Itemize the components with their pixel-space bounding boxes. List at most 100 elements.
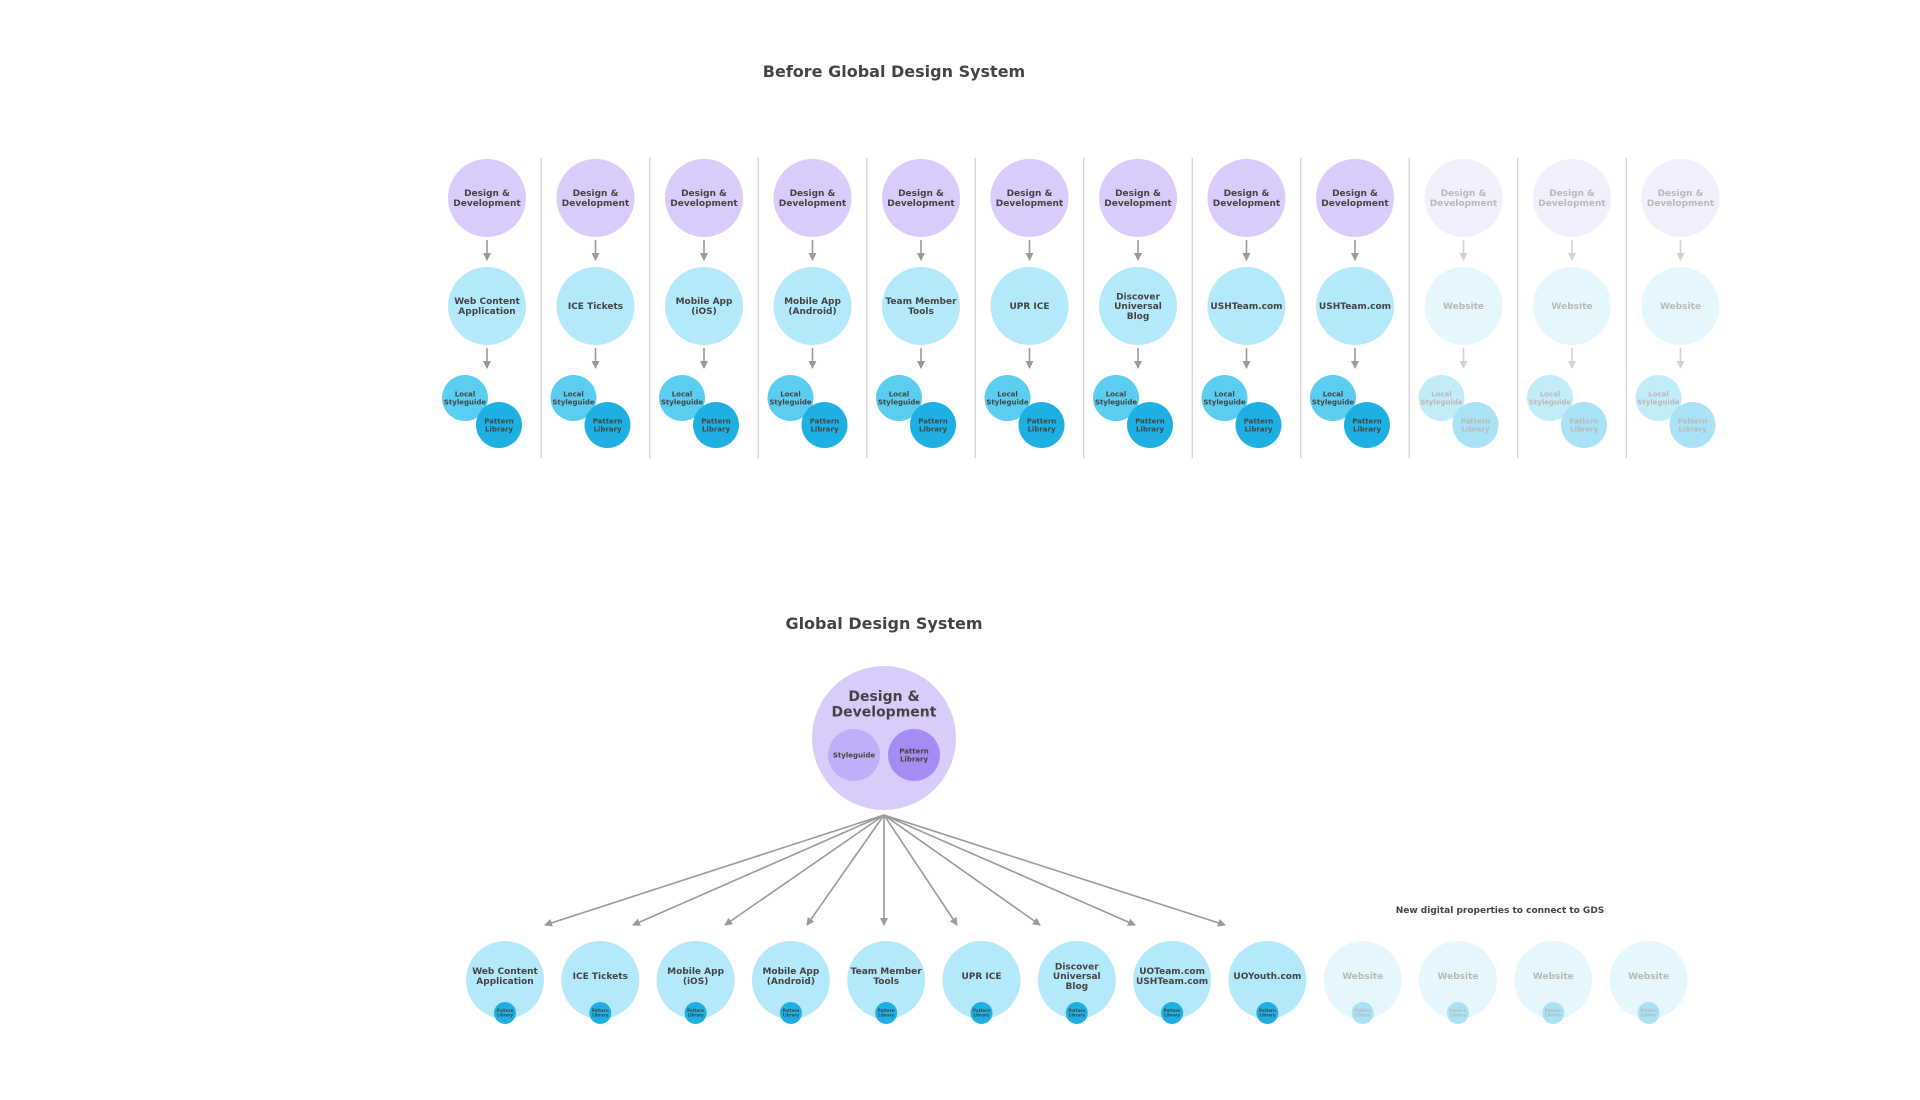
local-styleguide-node — [1310, 375, 1356, 421]
team-node-label: Design &Development — [1321, 189, 1389, 209]
gds-property-node — [561, 941, 640, 1019]
hub-pattern-library-node — [888, 729, 940, 781]
team-node-label: Design &Development — [562, 189, 630, 209]
property-node-label: ICE Tickets — [568, 302, 623, 312]
property-node — [1533, 267, 1611, 345]
gds-pattern-library-node — [1161, 1002, 1184, 1024]
property-node — [1099, 267, 1177, 345]
gds-property-node — [1037, 941, 1116, 1019]
hub-styleguide-node — [828, 729, 880, 781]
property-node-label: Website — [1660, 302, 1701, 312]
gds-arrows — [544, 814, 1226, 927]
pattern-library-node — [1561, 402, 1607, 448]
local-styleguide-node — [1635, 375, 1682, 421]
pattern-library-node — [1669, 402, 1716, 448]
gds-pattern-library-node — [1351, 1002, 1374, 1024]
local-styleguide-node — [1093, 375, 1139, 421]
team-node-label: Design &Development — [670, 189, 738, 209]
property-node — [1641, 267, 1720, 345]
pattern-library-node — [476, 402, 522, 448]
pattern-library-node — [1344, 402, 1390, 448]
gds-section-title: Global Design System — [785, 614, 983, 633]
property-node — [556, 267, 635, 345]
local-styleguide-node — [1418, 375, 1465, 421]
property-node — [448, 267, 526, 345]
local-styleguide-node — [1527, 375, 1573, 421]
local-styleguide-node — [659, 375, 705, 421]
gds-property-label: UPR ICE — [961, 972, 1001, 982]
before-section-title: Before Global Design System — [762, 62, 1026, 81]
team-node — [448, 159, 526, 237]
property-node — [1316, 267, 1394, 345]
team-node — [556, 159, 635, 237]
property-node — [882, 267, 960, 345]
pattern-library-node — [1127, 402, 1173, 448]
property-node-label: UPR ICE — [1009, 302, 1049, 312]
pattern-library-node — [1235, 402, 1282, 448]
property-node — [665, 267, 743, 345]
gds-property-node — [942, 941, 1021, 1019]
gds-property-label: Website — [1628, 972, 1669, 982]
team-node-label: Design &Development — [996, 189, 1064, 209]
team-node-label: Design &Development — [887, 189, 955, 209]
pattern-library-node — [1018, 402, 1065, 448]
gds-hub-node — [812, 666, 956, 810]
gds-property-label: ICE Tickets — [573, 972, 628, 982]
team-node — [773, 159, 852, 237]
gds-property-label: UOYouth.com — [1233, 972, 1301, 982]
local-styleguide-node — [876, 375, 922, 421]
gds-arrow — [806, 814, 885, 926]
gds-property-node — [656, 941, 735, 1019]
gds-property-node — [751, 941, 830, 1019]
hub-styleguide-label: Styleguide — [833, 751, 876, 759]
gds-arrow — [883, 814, 958, 926]
property-node-label: USHTeam.com — [1210, 302, 1282, 312]
gds-arrow — [883, 814, 1226, 927]
gds-pattern-library-node — [1256, 1002, 1279, 1024]
team-node — [1424, 159, 1503, 237]
gds-pattern-library-node — [589, 1002, 612, 1024]
gds-property-node — [1609, 941, 1688, 1019]
team-node-label: Design &Development — [1430, 189, 1498, 209]
property-node-label: Mobile App(iOS) — [676, 297, 733, 317]
local-styleguide-node — [550, 375, 597, 421]
